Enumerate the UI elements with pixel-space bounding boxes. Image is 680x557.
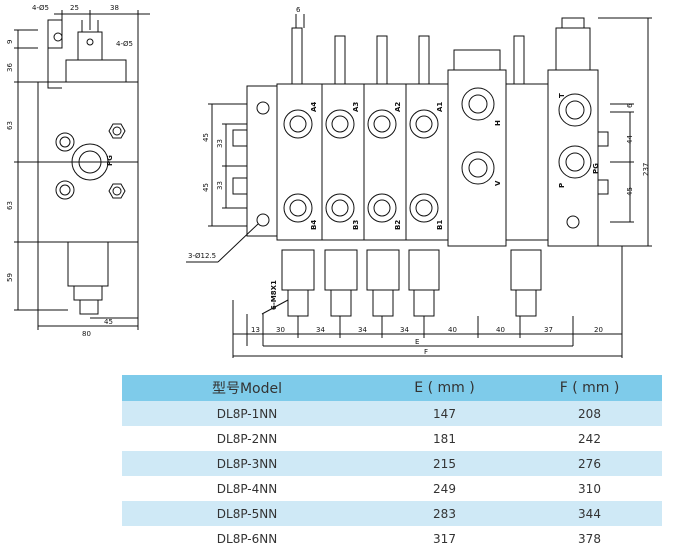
dim-chain-34b: 34 [358,326,367,334]
dim-side-holes-top: 4-Ø5 [32,4,49,12]
dim-side-9: 9 [6,40,14,44]
cell-f: 242 [517,426,662,451]
port-pg: PG [592,163,600,174]
front-view-text: 6 A4 A3 A2 A1 B4 B3 B2 B1 H V T P PG 45 … [188,6,650,356]
port-a4: A4 [310,102,318,112]
bolt-hole-label: 3-Ø12.5 [188,252,216,260]
port-p: P [558,183,566,188]
cell-e: 181 [372,426,517,451]
dim-chain-40b: 40 [496,326,505,334]
port-b4: B4 [310,220,318,230]
table-row: DL8P-1NN 147 208 [122,401,662,426]
thread-label: 6-M8X1 [270,280,278,310]
dim-front-right-6: 6 [626,103,634,108]
table-row: DL8P-2NN 181 242 [122,426,662,451]
dim-front-left-45a: 45 [202,133,210,142]
dim-side-80: 80 [82,330,91,338]
side-view-text: 4-Ø5 25 38 4-Ø5 9 36 63 63 59 80 45 PG [6,4,133,338]
cell-f: 310 [517,476,662,501]
dim-front-right-44: 44 [626,135,634,144]
dim-front-6: 6 [296,6,301,14]
dim-side-36: 36 [6,63,14,72]
dim-chain-13: 13 [251,326,260,334]
cell-f: 276 [517,451,662,476]
port-v: V [494,180,502,186]
cell-e: 283 [372,501,517,526]
port-label-pg-side: PG [106,155,114,166]
dim-front-right-45: 45 [626,187,634,196]
port-h: H [494,120,502,126]
dim-front-left-33b: 33 [216,181,224,190]
dim-chain-20: 20 [594,326,603,334]
dim-side-59: 59 [6,273,14,282]
cell-e: 317 [372,526,517,551]
cell-f: 208 [517,401,662,426]
cell-e: 147 [372,401,517,426]
dim-chain-34a: 34 [316,326,325,334]
port-b1: B1 [436,220,444,230]
front-view [186,14,652,358]
cell-model: DL8P-6NN [122,526,372,551]
dim-chain-37: 37 [544,326,553,334]
dim-front-right-237: 237 [642,163,650,176]
dim-chain-30: 30 [276,326,285,334]
cell-e: 215 [372,451,517,476]
column-header-model: 型号Model [122,375,372,401]
dim-side-holes-right: 4-Ø5 [116,40,133,48]
port-b2: B2 [394,220,402,230]
side-view [14,10,150,330]
dim-chain-34c: 34 [400,326,409,334]
dim-front-left-45b: 45 [202,183,210,192]
cell-model: DL8P-3NN [122,451,372,476]
cell-e: 249 [372,476,517,501]
column-header-f: F ( mm ) [517,375,662,401]
cell-model: DL8P-5NN [122,501,372,526]
table-header-row: 型号Model E ( mm ) F ( mm ) [122,375,662,401]
table-row: DL8P-5NN 283 344 [122,501,662,526]
cell-f: 344 [517,501,662,526]
dim-f: F [424,348,428,356]
cell-model: DL8P-4NN [122,476,372,501]
port-a1: A1 [436,102,444,112]
dim-side-45: 45 [104,318,113,326]
dim-chain-40a: 40 [448,326,457,334]
port-b3: B3 [352,220,360,230]
cell-f: 378 [517,526,662,551]
column-header-e: E ( mm ) [372,375,517,401]
dim-e: E [415,338,419,346]
table-row: DL8P-3NN 215 276 [122,451,662,476]
cell-model: DL8P-2NN [122,426,372,451]
dim-side-38: 38 [110,4,119,12]
cell-model: DL8P-1NN [122,401,372,426]
dim-side-63a: 63 [6,121,14,130]
table-row: DL8P-6NN 317 378 [122,526,662,551]
dim-side-63b: 63 [6,201,14,210]
port-t: T [558,93,566,98]
dim-front-left-33a: 33 [216,139,224,148]
port-a3: A3 [352,102,360,112]
work-sections [276,83,449,241]
model-dimension-table: 型号Model E ( mm ) F ( mm ) DL8P-1NN 147 2… [122,375,662,551]
table-row: DL8P-4NN 249 310 [122,476,662,501]
port-a2: A2 [394,102,402,112]
technical-drawing: 4-Ø5 25 38 4-Ø5 9 36 63 63 59 80 45 PG 6… [6,4,652,358]
dim-side-25: 25 [70,4,79,12]
